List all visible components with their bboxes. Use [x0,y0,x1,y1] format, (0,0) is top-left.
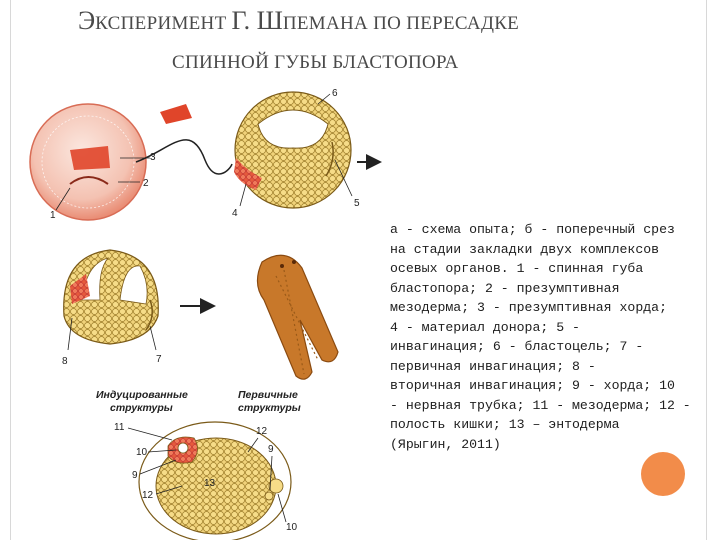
caption-line: полость кишки; 13 – энтодерма [390,417,620,432]
label-9-induced: 9 [132,470,138,481]
leader-11 [127,427,173,441]
primary-blastocoel [119,265,148,305]
title-cap-g-sh: Г. Ш [231,6,283,35]
graft-piece [160,104,192,124]
decorative-orange-circle [641,452,685,496]
secondary-graft [70,274,90,304]
transfer-arrow [135,139,233,175]
caption-line: мезодерма; 3 - презумптивная хорда; [390,300,667,315]
donor-egg [29,103,147,221]
primary-lip [145,299,153,331]
caption-line: 4 - материал донора; 5 - [390,319,580,335]
caption-line: инвагинация; 6 - бластоцель; 7 - [390,339,644,354]
cross-section-twin [138,421,292,540]
label-2: 2 [143,178,149,189]
figure-caption: а - схема опыта; б - поперечный срез на … [390,220,691,454]
caption-line: а - схема опыта; б - поперечный срез [390,222,675,237]
recipient-gastrula [234,91,352,209]
caption-line: - нервная трубка; 11 - мезодерма; 12 - [390,397,691,413]
slide-frame-left [10,0,11,540]
label-9-primary: 9 [268,444,274,455]
caption-line: (Ярыгин, 2011) [390,436,501,452]
blastopore-lip [69,176,109,185]
label-7: 7 [156,354,162,365]
label-1: 1 [50,210,56,221]
double-invagination-embryo [63,249,159,345]
caption-line: вторичная инвагинация; 9 - хорда; 10 [390,378,675,393]
label-11: 11 [114,422,125,433]
primary-neural-tube [268,478,284,494]
graft-tissue [234,158,262,190]
title-line-2: СПИННОЙ ГУБЫ БЛАСТОПОРА [172,49,458,72]
header-primary-line2: структуры [238,402,301,414]
leader-8 [67,317,73,351]
induced-neural-tube [177,442,189,454]
title-word-eksperiment: КСПЕРИМЕНТ [95,13,232,34]
label-10-primary: 10 [286,522,298,533]
twin-embryo [256,254,339,380]
caption-line: бластопора; 2 - презумптивная [390,280,620,296]
leader-4 [239,183,247,207]
invagination [325,141,334,177]
title-word-shpemana: ПЕМАНА ПО ПЕРЕСАДКЕ [282,13,520,34]
caption-line: на стадии закладки двух комплексов [390,241,660,257]
leader-12-induced [155,485,183,495]
leader-10-primary [277,493,287,523]
label-3: 3 [150,152,156,163]
leader-6 [317,93,331,105]
label-12-induced: 12 [142,490,154,501]
leader-10-induced [147,449,177,453]
label-10-induced: 10 [136,447,148,458]
leader-1 [55,187,71,211]
leader-5 [334,159,353,197]
header-induced-line2: структуры [110,402,173,414]
header-induced-line1: Индуцированные [96,389,188,401]
graft-region [70,146,110,170]
label-6: 6 [332,88,338,99]
primary-notochord [264,491,274,501]
leader-7 [149,325,157,351]
label-13: 13 [204,478,216,489]
header-primary-line1: Первичные [238,389,298,401]
leader-9-induced [139,459,177,475]
caption-line: осевых органов. 1 - спинная губа [390,261,644,276]
leader-12-primary [247,437,259,453]
label-5: 5 [354,198,360,209]
caption-line: первичная инвагинация; 8 - [390,358,596,374]
label-12-primary: 12 [256,426,268,437]
title-line-1: ЭКСПЕРИМЕНТ Г. ШПЕМАНА ПО ПЕРЕСАДКЕ [78,8,519,34]
label-8: 8 [62,356,68,367]
title-cap-e: Э [78,6,96,35]
blastocoel [257,109,329,149]
title-line-2-text: СПИННОЙ ГУБЫ БЛАСТОПОРА [172,52,459,73]
label-4: 4 [232,208,238,219]
leader-9-primary [269,455,273,491]
slide-frame-right [706,0,707,540]
